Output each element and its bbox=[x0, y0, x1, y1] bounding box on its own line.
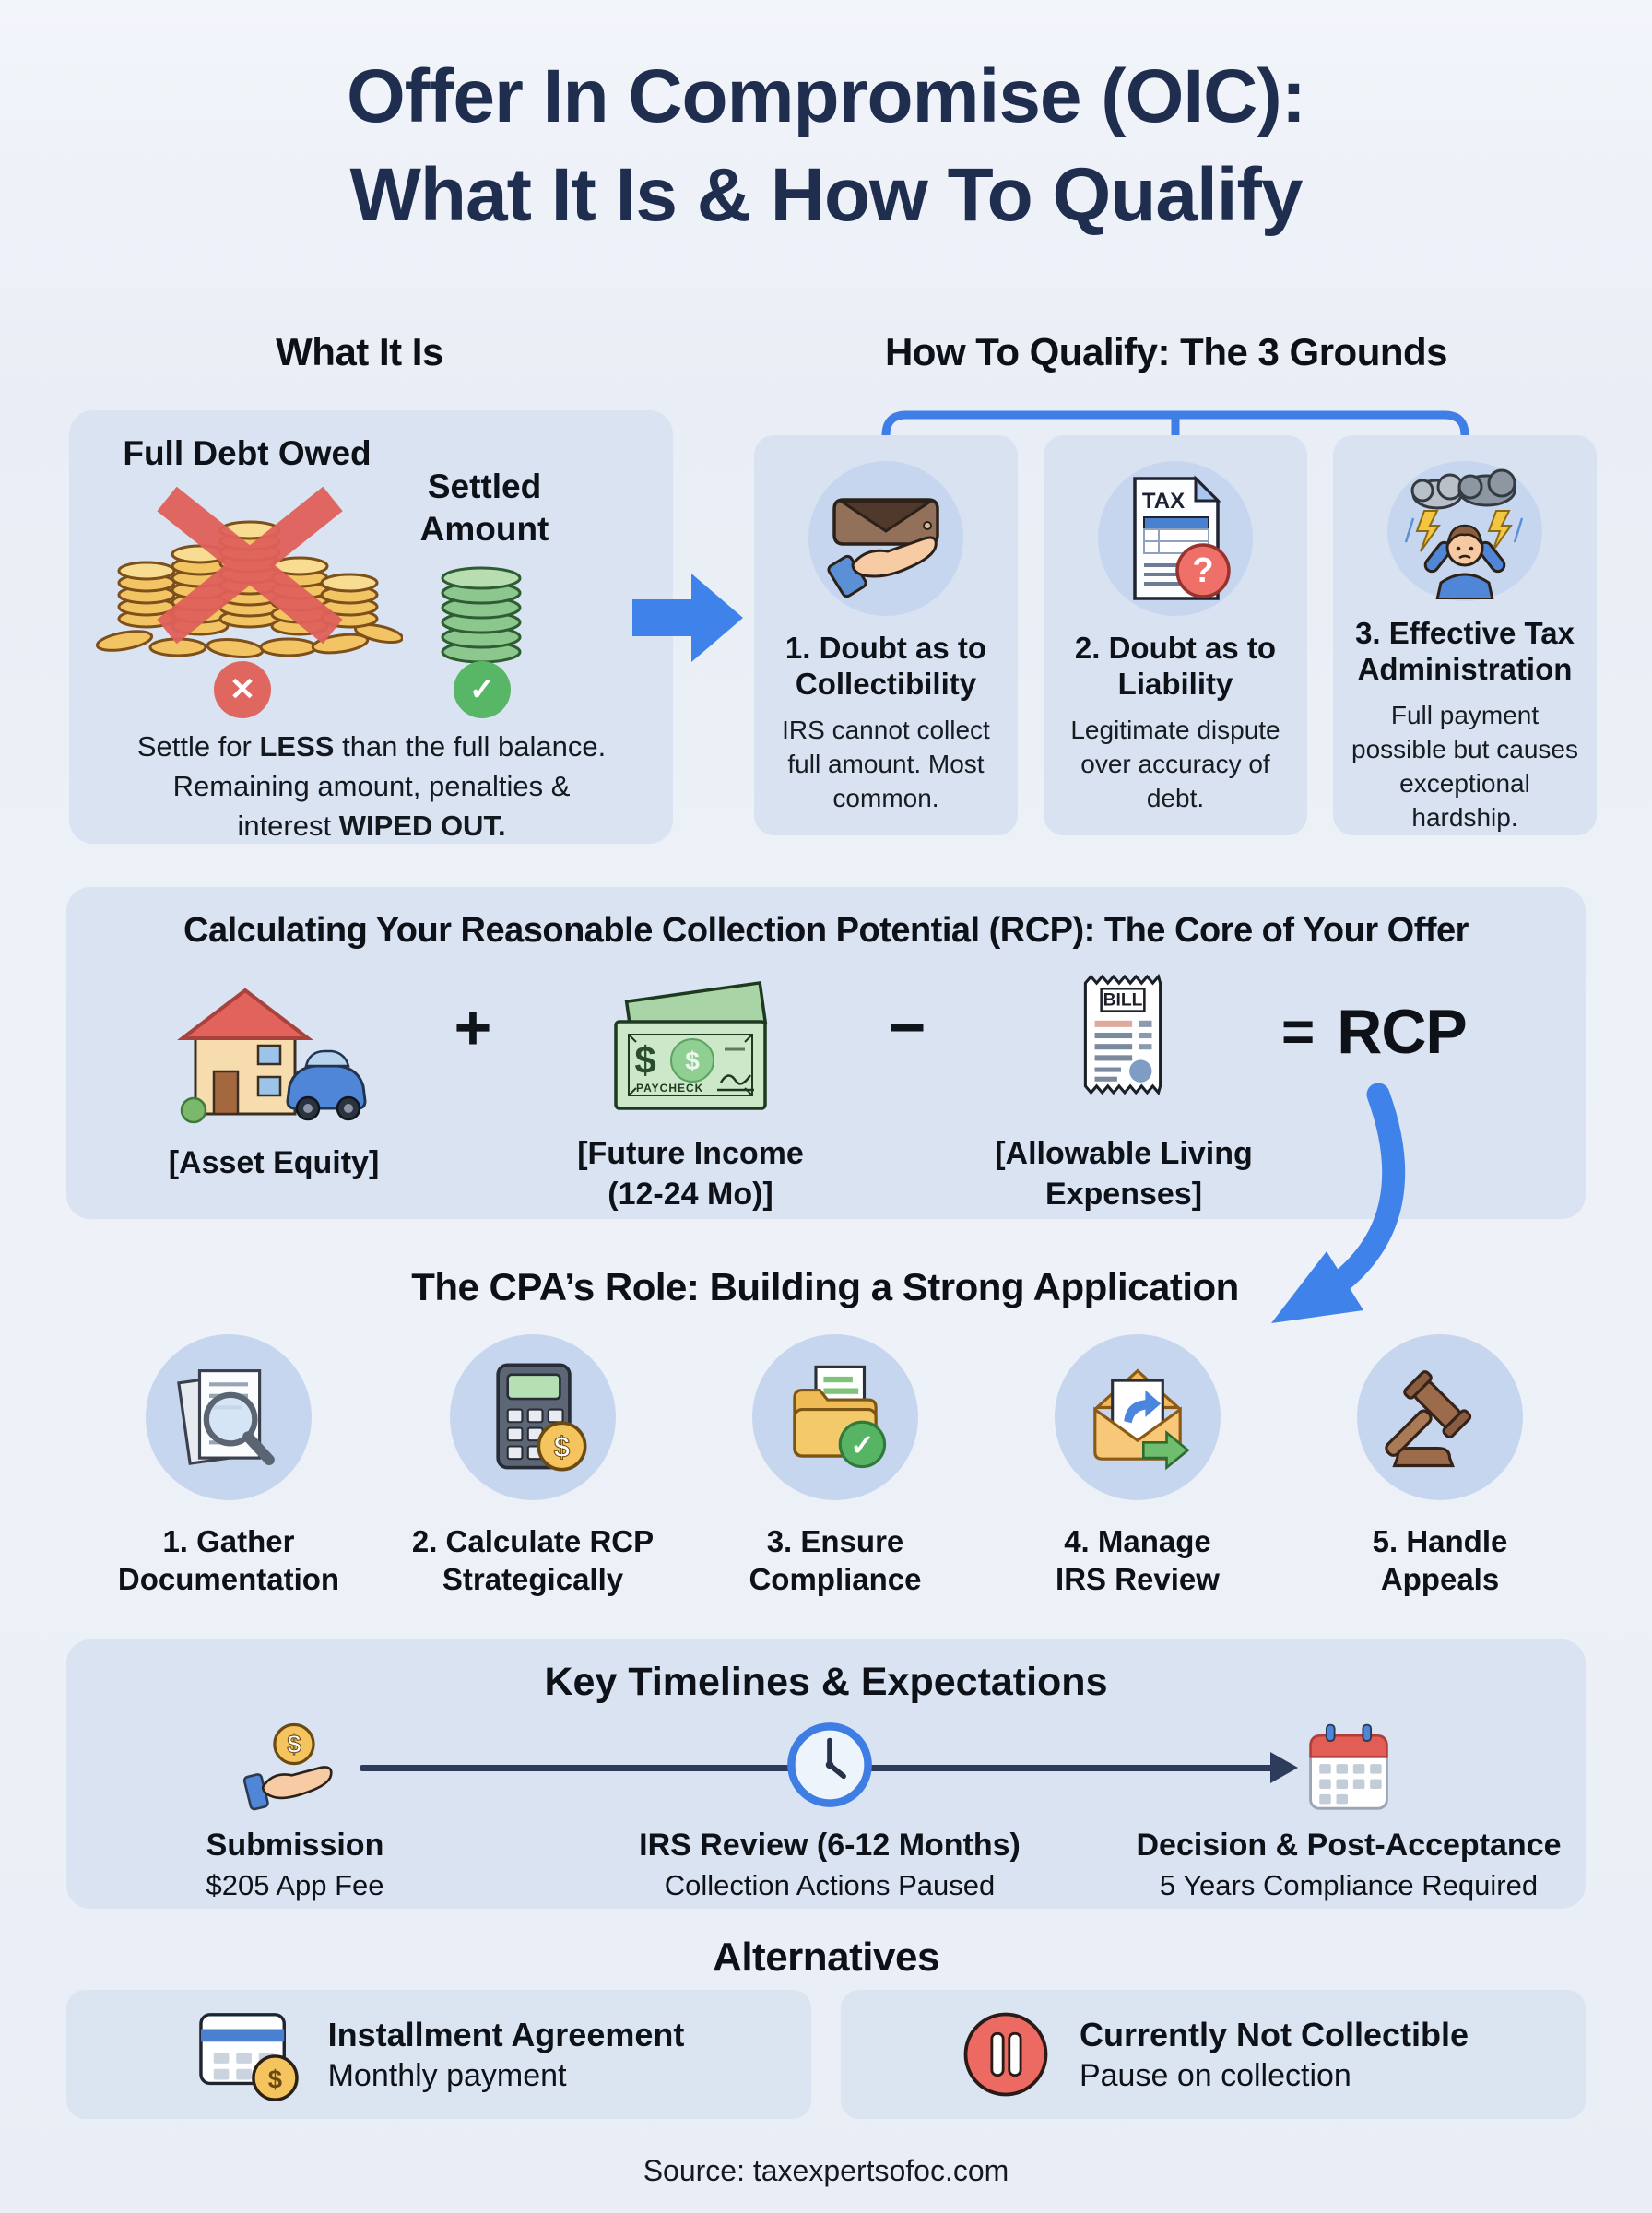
green-coin-stack-icon bbox=[441, 566, 522, 664]
qualify-heading: How To Qualify: The 3 Grounds bbox=[884, 330, 1448, 373]
asset-equity-label: [Asset Equity] bbox=[168, 1145, 380, 1180]
rcp-panel: Calculating Your Reasonable Collection P… bbox=[66, 887, 1586, 1219]
page-title-line1: Offer In Compromise (OIC): bbox=[346, 54, 1306, 138]
documents-magnifier-icon bbox=[177, 1369, 275, 1465]
alternative-sub: Monthly payment bbox=[327, 2058, 567, 2094]
coin-pile-crossed-icon bbox=[95, 486, 403, 658]
wallet-hand-icon bbox=[827, 498, 939, 598]
house-car-icon bbox=[177, 988, 367, 1124]
cross-badge: ✕ bbox=[214, 661, 271, 718]
settled-amount-label: Settled Amount bbox=[419, 467, 549, 549]
full-debt-owed-label: Full Debt Owed bbox=[123, 434, 372, 472]
card-desc: IRS cannot collect full amount. Most com… bbox=[782, 715, 990, 812]
alternative-installment-agreement: $ Installment Agreement Monthly payment bbox=[66, 1990, 811, 2119]
folder-check-icon: ✓ bbox=[793, 1365, 887, 1469]
svg-text:PAYCHECK: PAYCHECK bbox=[636, 1082, 703, 1095]
stressed-person-storm-icon bbox=[1404, 468, 1524, 600]
rcp-result-label: RCP bbox=[1337, 997, 1468, 1067]
svg-text:?: ? bbox=[1192, 551, 1213, 590]
payment-card-coin-icon: $ bbox=[198, 2013, 299, 2101]
bill-receipt-icon: BILL bbox=[1083, 974, 1162, 1095]
tax-document-icon: TAX ? bbox=[1133, 475, 1231, 600]
timeline-arrowhead bbox=[1270, 1752, 1298, 1783]
svg-text:$: $ bbox=[634, 1038, 655, 1082]
svg-text:TAX: TAX bbox=[1142, 489, 1185, 514]
plus-operator: + bbox=[454, 991, 492, 1063]
svg-text:$: $ bbox=[287, 1730, 301, 1758]
timeline-panel: Key Timelines & Expectations $ bbox=[66, 1639, 1586, 1909]
page-title-line2: What It Is & How To Qualify bbox=[349, 152, 1304, 237]
page-title: Offer In Compromise (OIC): What It Is & … bbox=[0, 48, 1652, 244]
minus-operator: − bbox=[888, 991, 926, 1063]
red-x-overlay bbox=[157, 486, 343, 645]
paycheck-icon: $ $ PAYCHECK bbox=[614, 980, 768, 1110]
gavel-icon bbox=[1385, 1370, 1472, 1468]
envelope-arrows-icon bbox=[1092, 1368, 1190, 1471]
svg-text:$: $ bbox=[554, 1430, 571, 1463]
what-it-is-heading: What It Is bbox=[276, 330, 443, 373]
what-it-is-description: Settle for LESS than the full balance. R… bbox=[136, 730, 607, 842]
flow-right-arrow-icon bbox=[632, 574, 743, 662]
alternatives-heading: Alternatives bbox=[713, 1935, 939, 1980]
check-badge: ✓ bbox=[454, 661, 511, 718]
alternative-currently-not-collectible: Currently Not Collectible Pause on colle… bbox=[841, 1990, 1586, 2119]
curved-down-arrow-icon bbox=[1271, 1083, 1406, 1323]
source-attribution: Source: taxexpertsofoc.com bbox=[643, 2154, 1009, 2187]
pause-circle-icon bbox=[963, 2012, 1048, 2097]
alternative-sub: Pause on collection bbox=[1079, 2058, 1351, 2094]
clock-icon bbox=[787, 1722, 872, 1807]
timeline-heading: Key Timelines & Expectations bbox=[544, 1660, 1108, 1704]
hand-coin-icon: $ bbox=[242, 1722, 333, 1811]
alternative-title: Currently Not Collectible bbox=[1079, 2015, 1469, 2053]
cpa-role-heading: The CPA’s Role: Building a Strong Applic… bbox=[411, 1265, 1239, 1308]
svg-text:✓: ✓ bbox=[850, 1428, 874, 1462]
milestone-decision: Decision & Post-Acceptance 5 Years Compl… bbox=[1136, 1828, 1562, 1901]
future-income-label: [Future Income(12-24 Mo)] bbox=[577, 1136, 804, 1212]
card-desc: Legitimate dispute over accuracy of debt… bbox=[1070, 715, 1280, 812]
svg-text:BILL: BILL bbox=[1103, 991, 1143, 1011]
milestone-irs-review: IRS Review (6-12 Months) Collection Acti… bbox=[639, 1828, 1021, 1901]
calculator-dollar-icon: $ bbox=[496, 1363, 587, 1472]
rcp-result: = RCP bbox=[1281, 996, 1468, 1068]
card-desc: Full payment possible but causes excepti… bbox=[1351, 701, 1578, 833]
equals-operator: = bbox=[1281, 1000, 1316, 1064]
what-it-is-panel: Full Debt Owed bbox=[69, 410, 673, 844]
rcp-heading: Calculating Your Reasonable Collection P… bbox=[183, 911, 1469, 950]
milestone-submission: Submission $205 App Fee bbox=[206, 1828, 384, 1901]
alternative-title: Installment Agreement bbox=[327, 2015, 685, 2053]
svg-text:$: $ bbox=[685, 1047, 700, 1075]
calendar-icon bbox=[1309, 1723, 1388, 1810]
svg-text:$: $ bbox=[267, 2065, 281, 2093]
